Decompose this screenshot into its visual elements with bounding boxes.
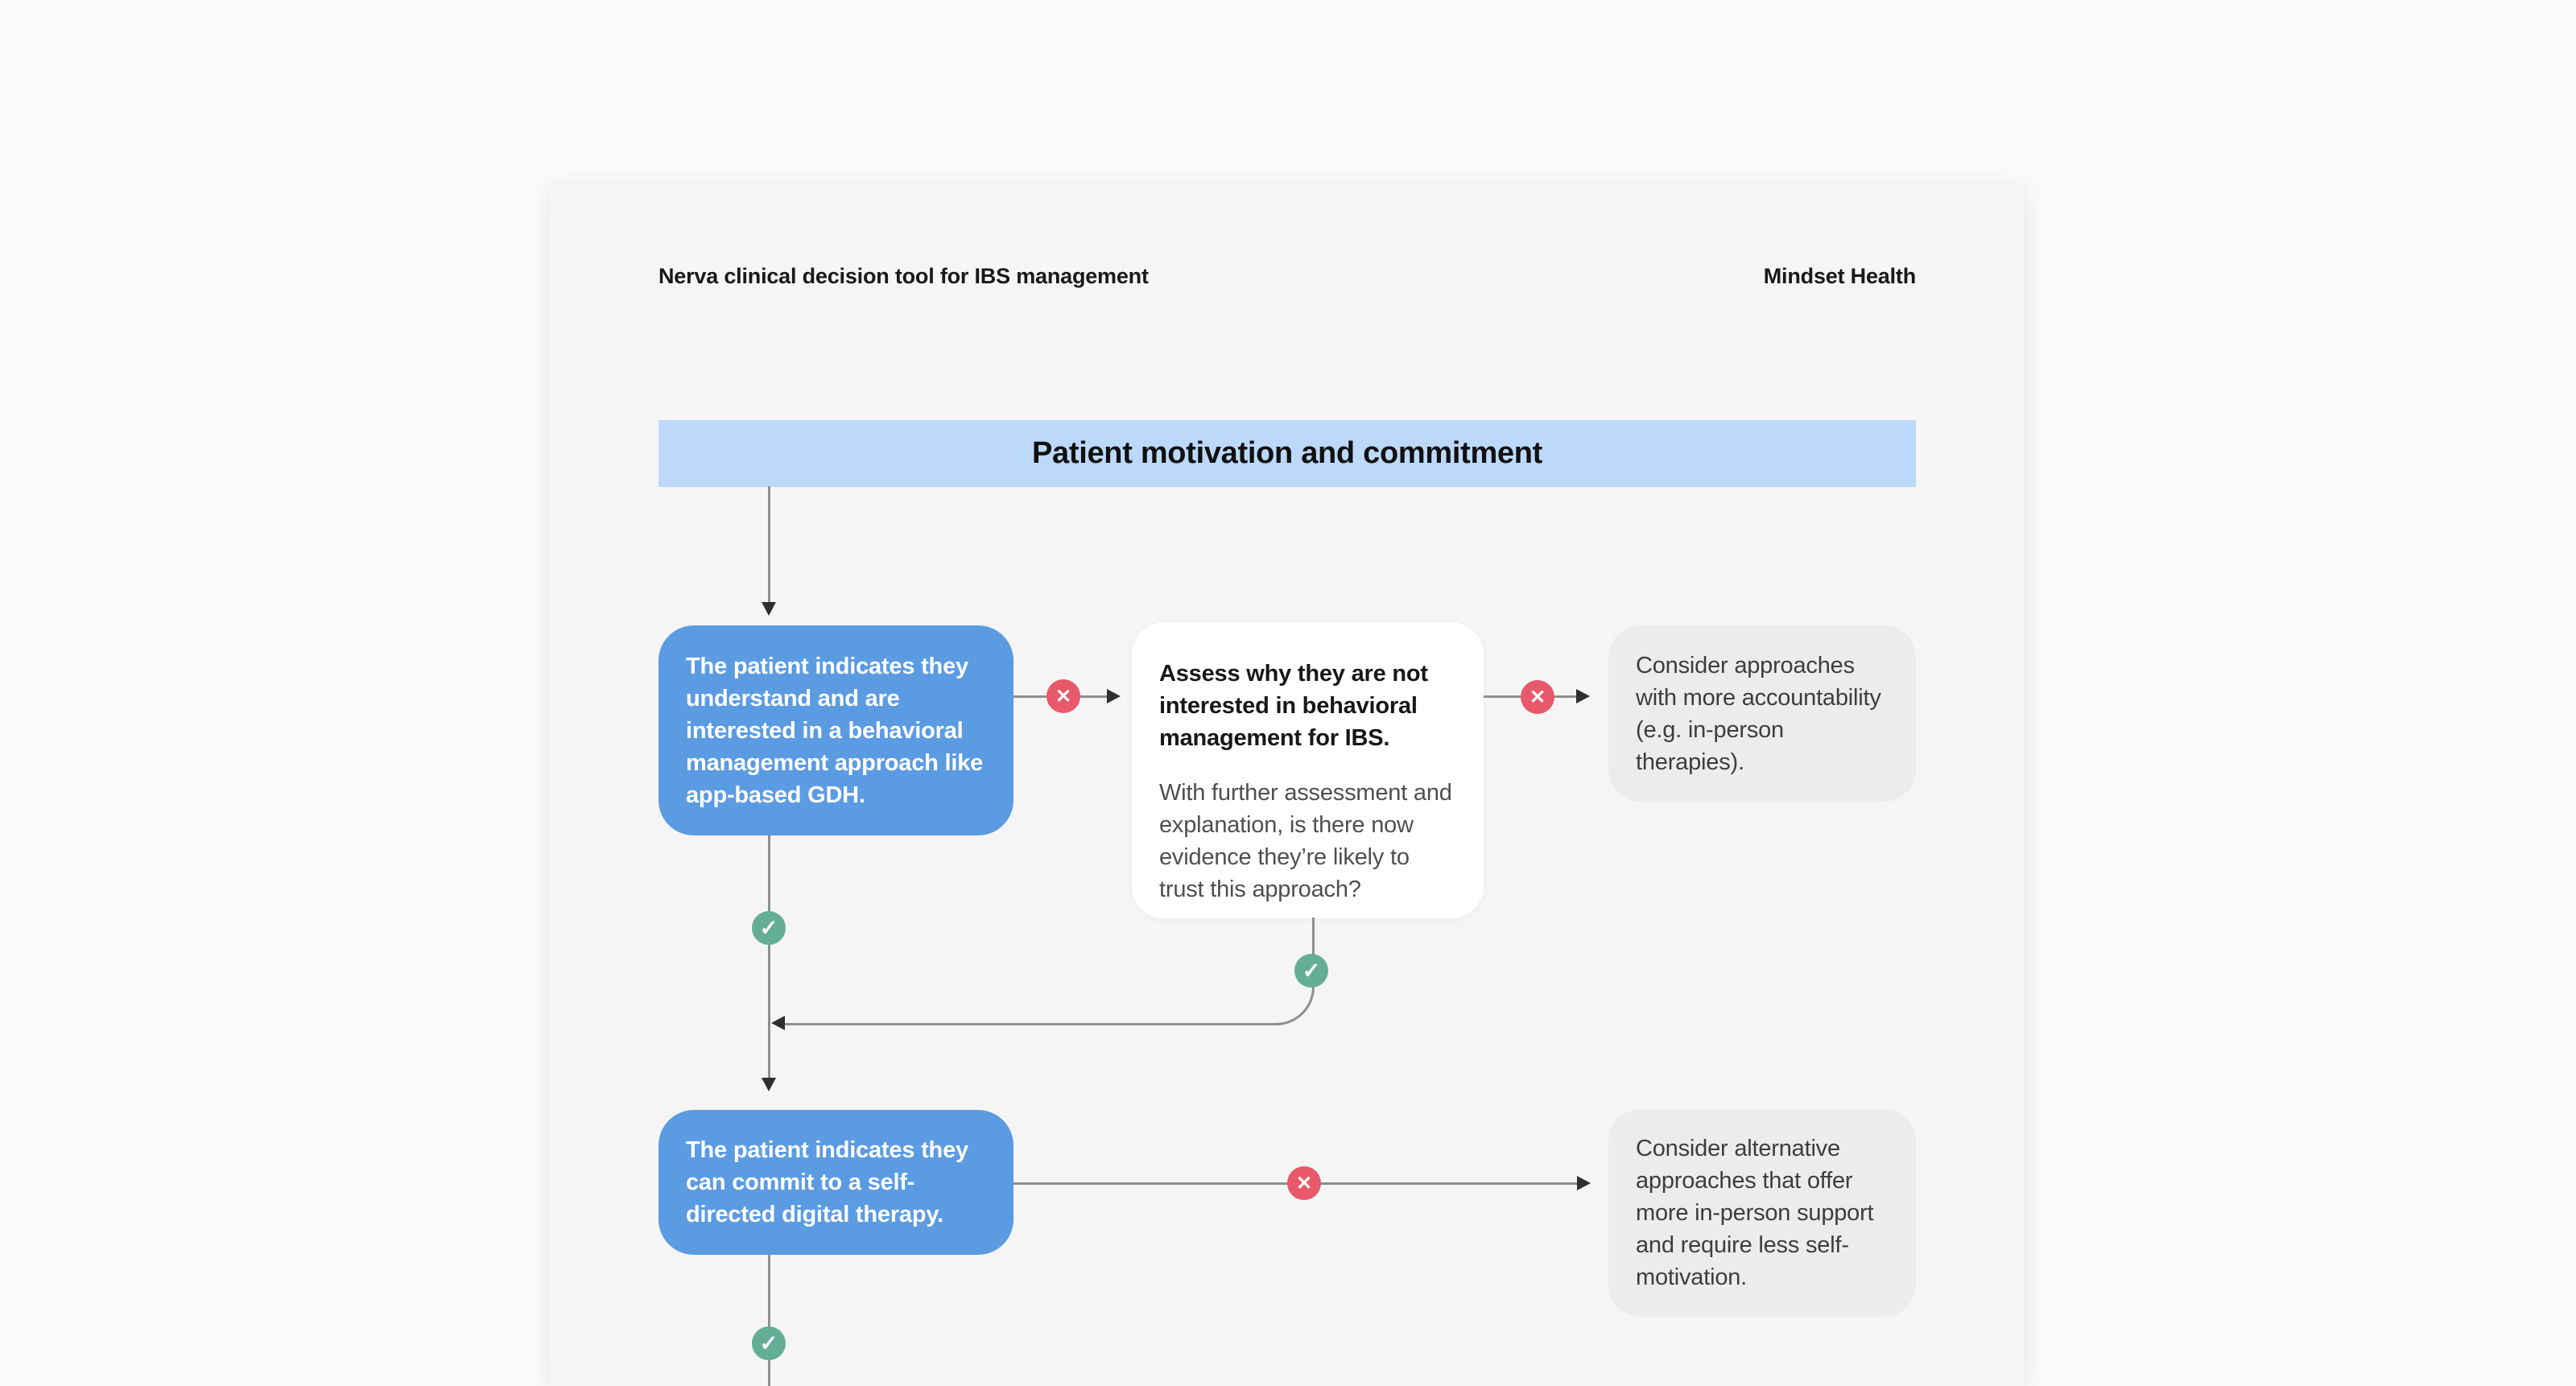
brand-name: Mindset Health xyxy=(1763,264,1916,288)
arrowhead-into-outcome1 xyxy=(1576,689,1590,703)
arrowhead-return-join xyxy=(771,1016,785,1030)
check-glyph: ✓ xyxy=(759,1330,778,1355)
outcome-node-2-label: Consider alternative approaches that off… xyxy=(1636,1136,1874,1290)
assess-node-body: With further assessment and explanation,… xyxy=(1159,780,1452,902)
assess-node: Assess why they are not interested in be… xyxy=(1132,622,1484,918)
decision-node-1-label: The patient indicates they understand an… xyxy=(686,653,984,808)
decision-node-2: The patient indicates they can commit to… xyxy=(658,1110,1013,1255)
outcome-node-2: Consider alternative approaches that off… xyxy=(1608,1109,1916,1317)
arrowhead-into-assess xyxy=(1107,689,1121,703)
assess-node-title: Assess why they are not interested in be… xyxy=(1159,661,1428,751)
document-title: Nerva clinical decision tool for IBS man… xyxy=(658,264,1149,288)
section-title: Patient motivation and commitment xyxy=(1031,436,1543,470)
arrowhead-into-decision1 xyxy=(762,602,776,616)
connector-banner-to-decision1 xyxy=(768,486,770,604)
cross-icon: ✕ xyxy=(1046,679,1080,713)
arrowhead-into-decision2 xyxy=(762,1078,776,1091)
cross-icon: ✕ xyxy=(1287,1166,1321,1200)
decision-node-2-label: The patient indicates they can commit to… xyxy=(686,1137,968,1227)
cross-icon: ✕ xyxy=(1521,680,1554,714)
cross-glyph: ✕ xyxy=(1295,1172,1313,1194)
section-header-banner: Patient motivation and commitment xyxy=(658,420,1916,487)
connector-assess-return xyxy=(782,918,1315,1025)
cross-glyph: ✕ xyxy=(1529,686,1546,708)
connector-decision1-down xyxy=(768,835,770,1079)
outcome-node-1-label: Consider approaches with more accountabi… xyxy=(1636,652,1881,775)
check-icon: ✓ xyxy=(752,1326,786,1360)
check-icon: ✓ xyxy=(752,911,786,945)
connector-decision2-down xyxy=(768,1254,770,1386)
check-glyph: ✓ xyxy=(1302,958,1321,983)
check-glyph: ✓ xyxy=(759,915,778,940)
cross-glyph: ✕ xyxy=(1055,685,1072,707)
arrowhead-into-outcome2 xyxy=(1577,1176,1591,1190)
check-icon: ✓ xyxy=(1294,954,1328,988)
decision-node-1: The patient indicates they understand an… xyxy=(658,625,1013,835)
outcome-node-1: Consider approaches with more accountabi… xyxy=(1608,625,1916,802)
